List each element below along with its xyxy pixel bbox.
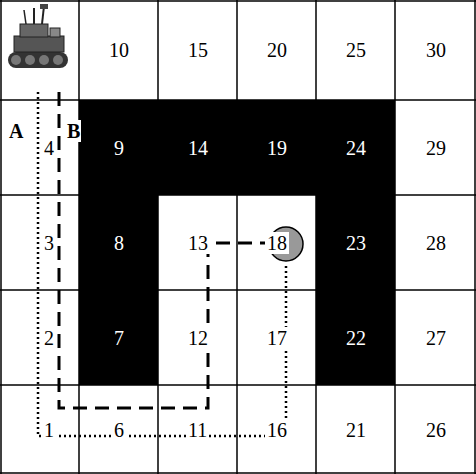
grid-cell: 6	[79, 385, 158, 474]
cell-number: 2	[42, 327, 56, 349]
path-label: A	[8, 120, 24, 142]
grid-cell: 20	[237, 0, 316, 100]
cell-number: 25	[344, 39, 368, 61]
cell-number: 9	[112, 137, 126, 159]
obstacle-cell: 7	[79, 290, 158, 385]
cell-number: 28	[424, 232, 448, 254]
grid-line	[315, 0, 317, 474]
grid-cell: 25	[316, 0, 395, 100]
cell-number: 13	[186, 232, 210, 254]
grid-cell: 10	[79, 0, 158, 100]
path-label: B	[66, 120, 81, 142]
cell-number: 20	[265, 39, 289, 61]
grid-cell: 26	[395, 385, 476, 474]
grid-line	[474, 0, 476, 474]
cell-number: 26	[424, 419, 448, 441]
cell-number: 8	[112, 232, 126, 254]
cell-number: 10	[107, 39, 131, 61]
grid-line	[0, 472, 476, 474]
grid-cell: 2	[0, 290, 79, 385]
cell-number: 6	[112, 419, 126, 441]
grid-cell: 30	[395, 0, 476, 100]
grid-cell: 27	[395, 290, 476, 385]
cell-number: 3	[42, 232, 56, 254]
grid-cell: 4	[0, 100, 79, 195]
grid-cell: 18	[237, 195, 316, 290]
grid-cell: 11	[158, 385, 237, 474]
grid-line	[0, 384, 476, 386]
grid-line	[0, 194, 476, 196]
cell-number: 30	[424, 39, 448, 61]
cell-number: 24	[344, 137, 368, 159]
obstacle-fill	[237, 100, 316, 195]
obstacle-fill	[79, 100, 158, 195]
cell-number: 18	[265, 232, 289, 254]
grid-cell: 21	[316, 385, 395, 474]
cell-number: 29	[424, 137, 448, 159]
obstacle-fill	[316, 195, 395, 290]
robot-illustration	[8, 4, 68, 68]
grid-cell: 13	[158, 195, 237, 290]
grid-line	[394, 0, 396, 474]
grid-cell: 29	[395, 100, 476, 195]
cell-number: 12	[186, 327, 210, 349]
grid-line	[236, 0, 238, 474]
grid-line	[0, 289, 476, 291]
grid-line	[0, 99, 476, 101]
cell-number: 14	[186, 137, 210, 159]
cell-number: 21	[344, 419, 368, 441]
cell-number: 15	[186, 39, 210, 61]
cell-number: 23	[344, 232, 368, 254]
grid-cell: 15	[158, 0, 237, 100]
obstacle-cell: 24	[316, 100, 395, 195]
cell-number: 1	[42, 419, 56, 441]
path-a	[38, 92, 286, 436]
grid-cell: 16	[237, 385, 316, 474]
obstacle-fill	[79, 290, 158, 385]
obstacle-cell: 8	[79, 195, 158, 290]
grid-line	[0, 0, 476, 2]
obstacle-cell: 9	[79, 100, 158, 195]
grid-cell: 1	[0, 385, 79, 474]
grid-cell: 12	[158, 290, 237, 385]
obstacle-fill	[316, 100, 395, 195]
path-b	[59, 92, 268, 408]
grid-cell: 17	[237, 290, 316, 385]
cell-number: 16	[265, 419, 289, 441]
cell-number: 17	[265, 327, 289, 349]
obstacle-cell: 23	[316, 195, 395, 290]
obstacle-cell: 14	[158, 100, 237, 195]
obstacle-fill	[79, 195, 158, 290]
obstacle-cell: 22	[316, 290, 395, 385]
grid-cell: 28	[395, 195, 476, 290]
obstacle-cell: 19	[237, 100, 316, 195]
obstacle-fill	[158, 100, 237, 195]
cell-number: 27	[424, 327, 448, 349]
cell-number: 7	[112, 327, 126, 349]
grid-line	[157, 0, 159, 474]
obstacle-fill	[316, 290, 395, 385]
grid-line	[78, 0, 80, 474]
cell-number: 22	[344, 327, 368, 349]
cell-number: 4	[42, 137, 56, 159]
cell-number: 19	[265, 137, 289, 159]
grid-cell: 3	[0, 195, 79, 290]
cell-number: 11	[186, 419, 209, 441]
grid-line	[0, 0, 2, 474]
